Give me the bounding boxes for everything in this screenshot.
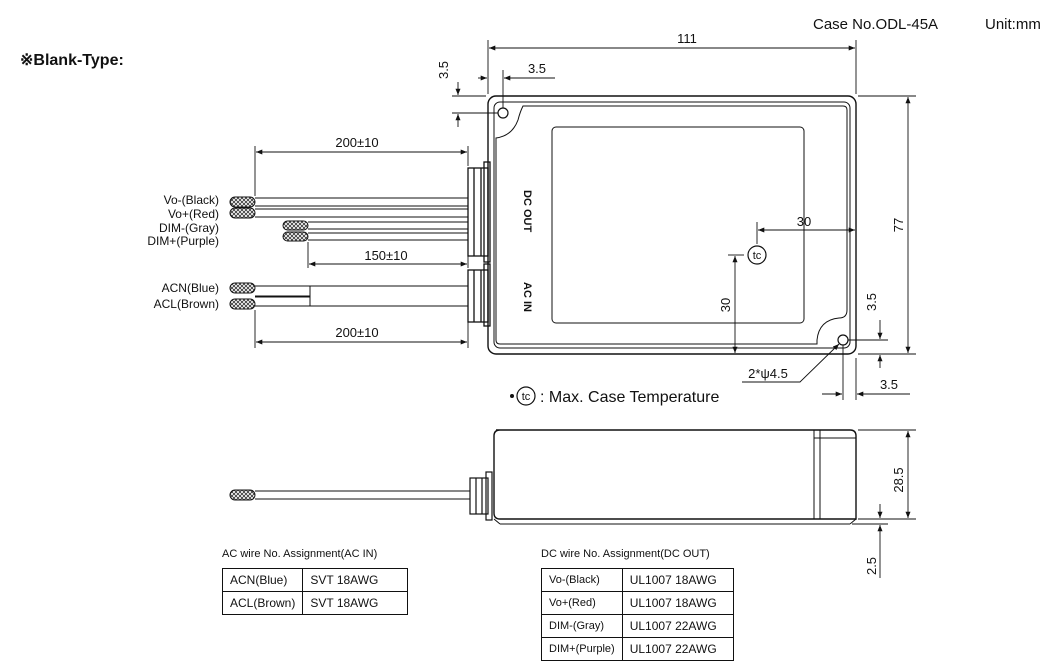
side-connector bbox=[469, 471, 493, 521]
dim-corner-top-v bbox=[452, 82, 498, 127]
label-dc-out: DC OUT bbox=[521, 190, 533, 232]
dim-tc-y-label: 30 bbox=[718, 298, 733, 312]
dim-corner-bottom-h-label: 3.5 bbox=[880, 377, 898, 392]
dim-side-base-label: 2.5 bbox=[864, 557, 879, 575]
table-cell: UL1007 22AWG bbox=[621, 614, 734, 638]
case-side-view bbox=[493, 429, 857, 525]
dim-width bbox=[487, 40, 857, 94]
dim-tc-y bbox=[728, 254, 744, 353]
tc-legend-text: : Max. Case Temperature bbox=[540, 389, 719, 406]
dim-hole-leader bbox=[742, 343, 840, 383]
label-acn: ACN(Blue) bbox=[162, 281, 219, 295]
dim-height-label: 77 bbox=[891, 218, 906, 232]
table-cell: DIM+(Purple) bbox=[541, 637, 623, 661]
table-row: Vo+(Red) UL1007 18AWG bbox=[541, 591, 734, 615]
ac-in-connector bbox=[467, 263, 491, 327]
dim-height bbox=[858, 95, 916, 355]
label-vo-plus: Vo+(Red) bbox=[168, 207, 219, 221]
svg-text:tc: tc bbox=[522, 391, 531, 403]
table-row: ACN(Blue) SVT 18AWG bbox=[221, 568, 409, 592]
label-vo-minus: Vo-(Black) bbox=[164, 193, 219, 207]
ac-wire-table: ACN(Blue) SVT 18AWG ACL(Brown) SVT 18AWG bbox=[221, 568, 409, 615]
dim-tc-x bbox=[756, 222, 855, 244]
table-cell: SVT 18AWG bbox=[302, 591, 409, 615]
wire-dim-minus bbox=[282, 220, 468, 231]
label-dim-plus: DIM+(Purple) bbox=[147, 234, 219, 248]
table-cell: ACL(Brown) bbox=[221, 591, 304, 615]
wire-dim-plus bbox=[282, 231, 468, 242]
table-row: DIM+(Purple) UL1007 22AWG bbox=[541, 637, 734, 661]
dim-hole-label: 2*ψ4.5 bbox=[748, 366, 788, 381]
table-row: Vo-(Black) UL1007 18AWG bbox=[541, 568, 734, 592]
wire-acn-acl bbox=[229, 282, 468, 310]
table-cell: SVT 18AWG bbox=[302, 568, 409, 592]
dc-table-title: DC wire No. Assignment(DC OUT) bbox=[541, 548, 710, 560]
wire-vo-minus bbox=[229, 196, 468, 208]
dc-wire-table: Vo-(Black) UL1007 18AWG Vo+(Red) UL1007 … bbox=[541, 568, 734, 661]
dim-corner-top-h-label: 3.5 bbox=[528, 61, 546, 76]
unit-label: Unit:mm bbox=[985, 16, 1041, 33]
tc-marker: tc bbox=[747, 245, 767, 265]
table-cell: DIM-(Gray) bbox=[541, 614, 623, 638]
side-wire bbox=[229, 489, 470, 501]
blank-type-heading: ※Blank-Type: bbox=[20, 52, 124, 69]
svg-text:tc: tc bbox=[753, 250, 762, 262]
dim-corner-bottom-v bbox=[848, 320, 888, 368]
tc-legend: tc : Max. Case Temperature bbox=[510, 386, 719, 406]
label-ac-in: AC IN bbox=[521, 282, 533, 312]
dim-corner-top-v-label: 3.5 bbox=[436, 61, 451, 79]
table-cell: Vo+(Red) bbox=[541, 591, 623, 615]
dim-lead-top-label: 200±10 bbox=[335, 135, 378, 150]
table-row: DIM-(Gray) UL1007 22AWG bbox=[541, 614, 734, 638]
dim-lead-top bbox=[254, 146, 469, 196]
dim-lead-bottom bbox=[254, 310, 469, 348]
label-dim-minus: DIM-(Gray) bbox=[159, 221, 219, 235]
dim-width-label: 111 bbox=[677, 31, 697, 46]
table-cell: UL1007 18AWG bbox=[621, 591, 734, 615]
dim-lead-bottom-label: 200±10 bbox=[335, 325, 378, 340]
dim-lead-dim bbox=[307, 242, 469, 268]
table-cell: UL1007 22AWG bbox=[621, 637, 734, 661]
dim-tc-x-label: 30 bbox=[797, 214, 811, 229]
label-acl: ACL(Brown) bbox=[154, 297, 219, 311]
table-cell: ACN(Blue) bbox=[221, 568, 304, 592]
dim-corner-top-h bbox=[478, 70, 555, 108]
dim-side-base bbox=[852, 504, 888, 578]
wire-vo-plus bbox=[229, 207, 468, 219]
ac-table-title: AC wire No. Assignment(AC IN) bbox=[222, 548, 378, 560]
dim-corner-bottom-h bbox=[822, 345, 910, 400]
dc-out-connector bbox=[467, 161, 491, 263]
dim-side-height-label: 28.5 bbox=[891, 467, 906, 492]
dim-side-height bbox=[858, 429, 916, 520]
table-row: ACL(Brown) SVT 18AWG bbox=[221, 591, 409, 615]
case-number: Case No.ODL-45A bbox=[813, 16, 939, 33]
table-cell: Vo-(Black) bbox=[541, 568, 623, 592]
dim-lead-dim-label: 150±10 bbox=[364, 248, 407, 263]
table-cell: UL1007 18AWG bbox=[621, 568, 734, 592]
dim-corner-bottom-v-label: 3.5 bbox=[864, 293, 879, 311]
